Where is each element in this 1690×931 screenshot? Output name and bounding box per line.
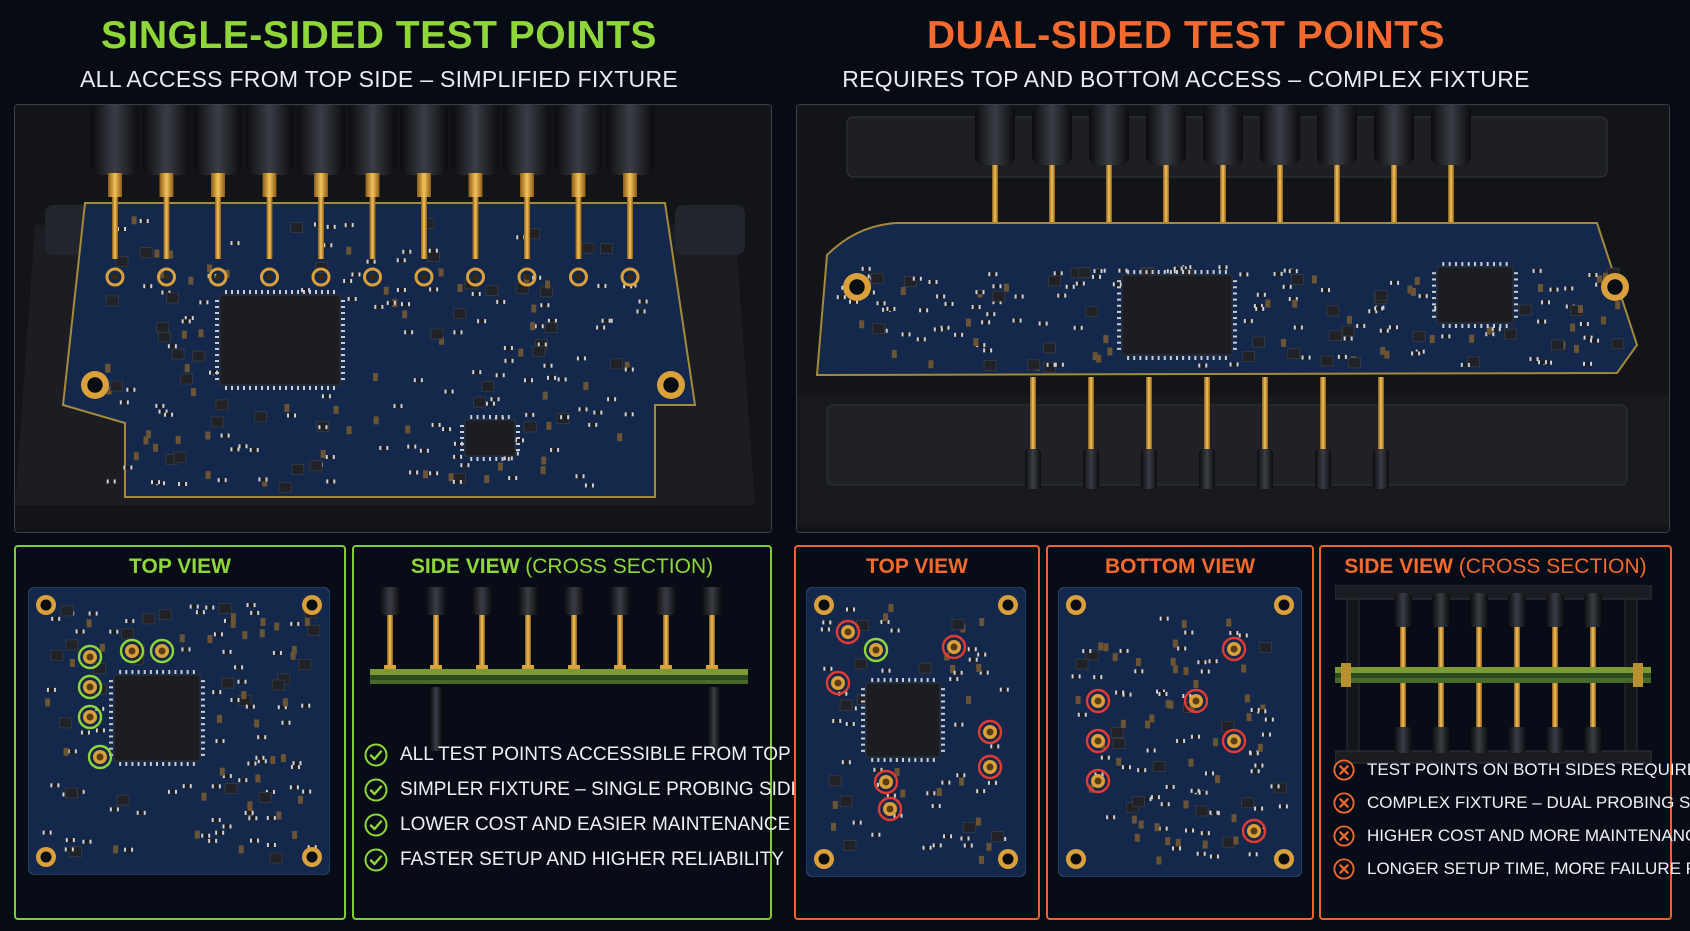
test-point-marker	[825, 670, 851, 696]
test-point-marker	[941, 634, 967, 660]
mounting-hole	[302, 847, 322, 867]
benefit-item: SIMPLER FIXTURE – SINGLE PROBING SIDE	[364, 778, 803, 802]
dual-side-view-panel: SIDE VIEW (CROSS SECTION) TEST POINTS ON…	[1319, 545, 1690, 920]
test-point-marker	[87, 744, 113, 770]
benefit-item: LOWER COST AND EASIER MAINTENANCE	[364, 813, 790, 837]
test-point-marker	[977, 754, 1003, 780]
benefit-text: LOWER COST AND EASIER MAINTENANCE	[400, 814, 791, 835]
dual-bottom-view-board	[1058, 587, 1302, 877]
x-circle-icon	[1333, 759, 1355, 781]
test-point-marker	[1221, 636, 1247, 662]
single-sided-fixture-photo	[14, 104, 772, 533]
single-side-view-title: SIDE VIEW	[410, 555, 520, 578]
mounting-hole	[36, 847, 56, 867]
dual-sided-title: DUAL-SIDED TEST POINTS	[926, 14, 1446, 57]
dual-side-view-heading: SIDE VIEW (CROSS SECTION)	[1321, 555, 1670, 579]
drawback-item: LONGER SETUP TIME, MORE FAILURE POINTS	[1333, 858, 1690, 880]
mounting-hole	[1274, 849, 1294, 869]
test-point-marker	[1183, 688, 1209, 714]
benefit-item: ALL TEST POINTS ACCESSIBLE FROM TOP	[364, 743, 791, 767]
mounting-hole	[81, 371, 109, 399]
check-circle-icon	[364, 813, 388, 837]
test-point-marker	[835, 619, 861, 645]
dual-top-view-board	[806, 587, 1026, 877]
single-top-view-title: TOP VIEW	[129, 555, 231, 578]
drawback-text: TEST POINTS ON BOTH SIDES REQUIRED	[1367, 760, 1690, 779]
test-point-marker	[863, 637, 889, 663]
single-cross-section-diagram	[370, 587, 748, 751]
mounting-hole	[1274, 595, 1294, 615]
dual-sided-fixture-illustration	[797, 105, 1669, 532]
single-side-view-paren: (CROSS SECTION)	[525, 555, 714, 578]
test-point-marker	[149, 638, 175, 664]
dual-sided-subtitle: REQUIRES TOP AND BOTTOM ACCESS – COMPLEX…	[842, 66, 1530, 92]
test-point-marker	[1085, 728, 1111, 754]
single-side-view-heading: SIDE VIEW (CROSS SECTION)	[354, 555, 770, 579]
drawback-text: COMPLEX FIXTURE – DUAL PROBING SIDES	[1367, 793, 1690, 812]
mounting-hole	[302, 595, 322, 615]
ic-chip	[861, 678, 945, 762]
test-point-marker	[977, 719, 1003, 745]
dual-top-view-title: TOP VIEW	[866, 555, 968, 578]
mounting-hole	[36, 595, 56, 615]
dual-sided-fixture-photo	[796, 104, 1670, 533]
mounting-hole	[843, 273, 871, 301]
single-sided-title: SINGLE-SIDED TEST POINTS	[101, 14, 657, 57]
test-point-marker	[77, 704, 103, 730]
x-circle-icon	[1333, 792, 1355, 814]
mounting-hole	[998, 849, 1018, 869]
check-circle-icon	[364, 743, 388, 767]
test-point-marker	[77, 674, 103, 700]
drawback-text: LONGER SETUP TIME, MORE FAILURE POINTS	[1367, 859, 1690, 878]
drawback-item: TEST POINTS ON BOTH SIDES REQUIRED	[1333, 759, 1690, 781]
test-point-marker	[1085, 768, 1111, 794]
ic-chip	[1432, 262, 1518, 328]
benefit-text: SIMPLER FIXTURE – SINGLE PROBING SIDE	[400, 779, 804, 800]
dual-top-view-panel: TOP VIEW	[794, 545, 1040, 920]
dual-side-view-paren: (CROSS SECTION)	[1458, 555, 1647, 578]
ic-chip	[1117, 270, 1237, 360]
dual-side-view-title: SIDE VIEW	[1344, 555, 1453, 578]
test-point-marker	[1221, 728, 1247, 754]
mounting-hole	[1066, 849, 1086, 869]
dual-cross-section-diagram	[1335, 585, 1652, 764]
drawback-text: HIGHER COST AND MORE MAINTENANCE	[1367, 826, 1690, 845]
drawback-item: COMPLEX FIXTURE – DUAL PROBING SIDES	[1333, 792, 1690, 814]
benefit-text: FASTER SETUP AND HIGHER RELIABILITY	[400, 849, 784, 870]
mounting-hole	[657, 371, 685, 399]
mounting-hole	[1066, 595, 1086, 615]
test-point-marker	[77, 644, 103, 670]
ic-chip	[460, 415, 520, 461]
single-sided-subtitle: ALL ACCESS FROM TOP SIDE – SIMPLIFIED FI…	[79, 66, 679, 92]
ic-chip	[109, 670, 205, 766]
benefit-item: FASTER SETUP AND HIGHER RELIABILITY	[364, 848, 784, 872]
check-circle-icon	[364, 778, 388, 802]
single-top-view-board	[28, 587, 330, 875]
x-circle-icon	[1333, 825, 1355, 847]
benefit-text: ALL TEST POINTS ACCESSIBLE FROM TOP	[400, 744, 791, 765]
single-top-view-panel: TOP VIEW	[14, 545, 346, 920]
mounting-hole	[1601, 273, 1629, 301]
check-circle-icon	[364, 848, 388, 872]
dual-bottom-view-panel: BOTTOM VIEW	[1046, 545, 1314, 920]
test-point-marker	[873, 769, 899, 795]
mounting-hole	[814, 595, 834, 615]
single-sided-fixture-illustration	[15, 105, 771, 532]
test-point-marker	[877, 796, 903, 822]
mounting-hole	[814, 849, 834, 869]
test-point-marker	[1241, 818, 1267, 844]
dual-bottom-view-title: BOTTOM VIEW	[1104, 555, 1256, 578]
single-side-view-panel: SIDE VIEW (CROSS SECTION) ALL TEST POINT…	[352, 545, 803, 920]
ic-chip	[215, 290, 345, 390]
drawback-item: HIGHER COST AND MORE MAINTENANCE	[1333, 825, 1690, 847]
mounting-hole	[998, 595, 1018, 615]
test-point-marker	[1085, 688, 1111, 714]
test-point-marker	[119, 638, 145, 664]
x-circle-icon	[1333, 858, 1355, 880]
